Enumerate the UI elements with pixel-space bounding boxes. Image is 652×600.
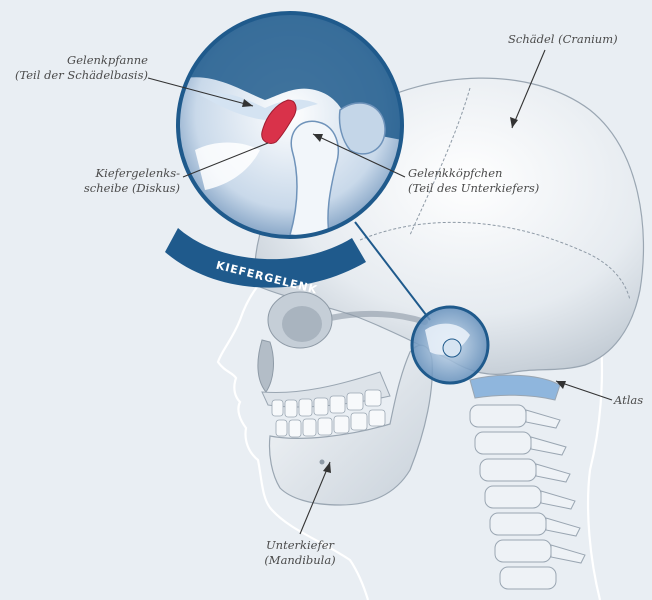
face-outline <box>216 248 370 600</box>
label-atlas: Atlas <box>614 393 643 408</box>
label-unterkiefer-line1: Unterkiefer <box>265 538 335 552</box>
closeup-condyle <box>289 120 339 237</box>
coronal-suture <box>409 87 471 236</box>
label-atlas-line1: Atlas <box>614 393 644 407</box>
lower-teeth <box>275 409 386 438</box>
disc-diskus <box>261 99 297 145</box>
label-diskus-line2: scheibe (Diskus) <box>83 181 180 195</box>
label-schaedel-line1: Schädel (Cranium) <box>508 32 618 46</box>
cervical-spine <box>469 374 586 590</box>
mandible <box>268 344 433 506</box>
closeup-ear-canal <box>338 102 386 155</box>
label-gelenkpfanne-line1: Gelenkpfanne <box>67 53 148 67</box>
label-schaedel: Schädel (Cranium) <box>508 32 618 47</box>
label-diskus: Kiefergelenks- scheibe (Diskus) <box>40 166 180 196</box>
label-unterkiefer-line2: (Mandibula) <box>264 553 336 567</box>
label-gelenkpfanne-line2: (Teil der Schädelbasis) <box>14 68 148 82</box>
jaw-joint-closeup <box>176 11 404 239</box>
label-diskus-line1: Kiefergelenks- <box>95 166 180 180</box>
zygomatic-arch <box>327 310 428 325</box>
zoom-connector <box>354 221 431 321</box>
label-gelenkpfanne: Gelenkpfanne (Teil der Schädelbasis) <box>2 53 148 83</box>
label-gelenkkoepfchen-line2: (Teil des Unterkiefers) <box>408 181 540 195</box>
closeup-soft-tissue <box>195 142 260 190</box>
nasal-cavity <box>257 339 274 393</box>
neck-outline <box>586 329 604 600</box>
label-gelenkkoepfchen: Gelenkköpfchen (Teil des Unterkiefers) <box>408 166 539 196</box>
upper-teeth <box>271 389 382 418</box>
mental-foramen <box>319 459 325 465</box>
label-gelenkkoepfchen-line1: Gelenkköpfchen <box>408 166 503 180</box>
squamous-suture <box>359 221 631 301</box>
label-unterkiefer: Unterkiefer (Mandibula) <box>250 538 350 568</box>
jaw-joint-marker <box>410 305 490 385</box>
eye-orbit-shadow <box>282 306 322 342</box>
arrow-heads <box>242 99 566 473</box>
leader-lines <box>147 49 613 535</box>
